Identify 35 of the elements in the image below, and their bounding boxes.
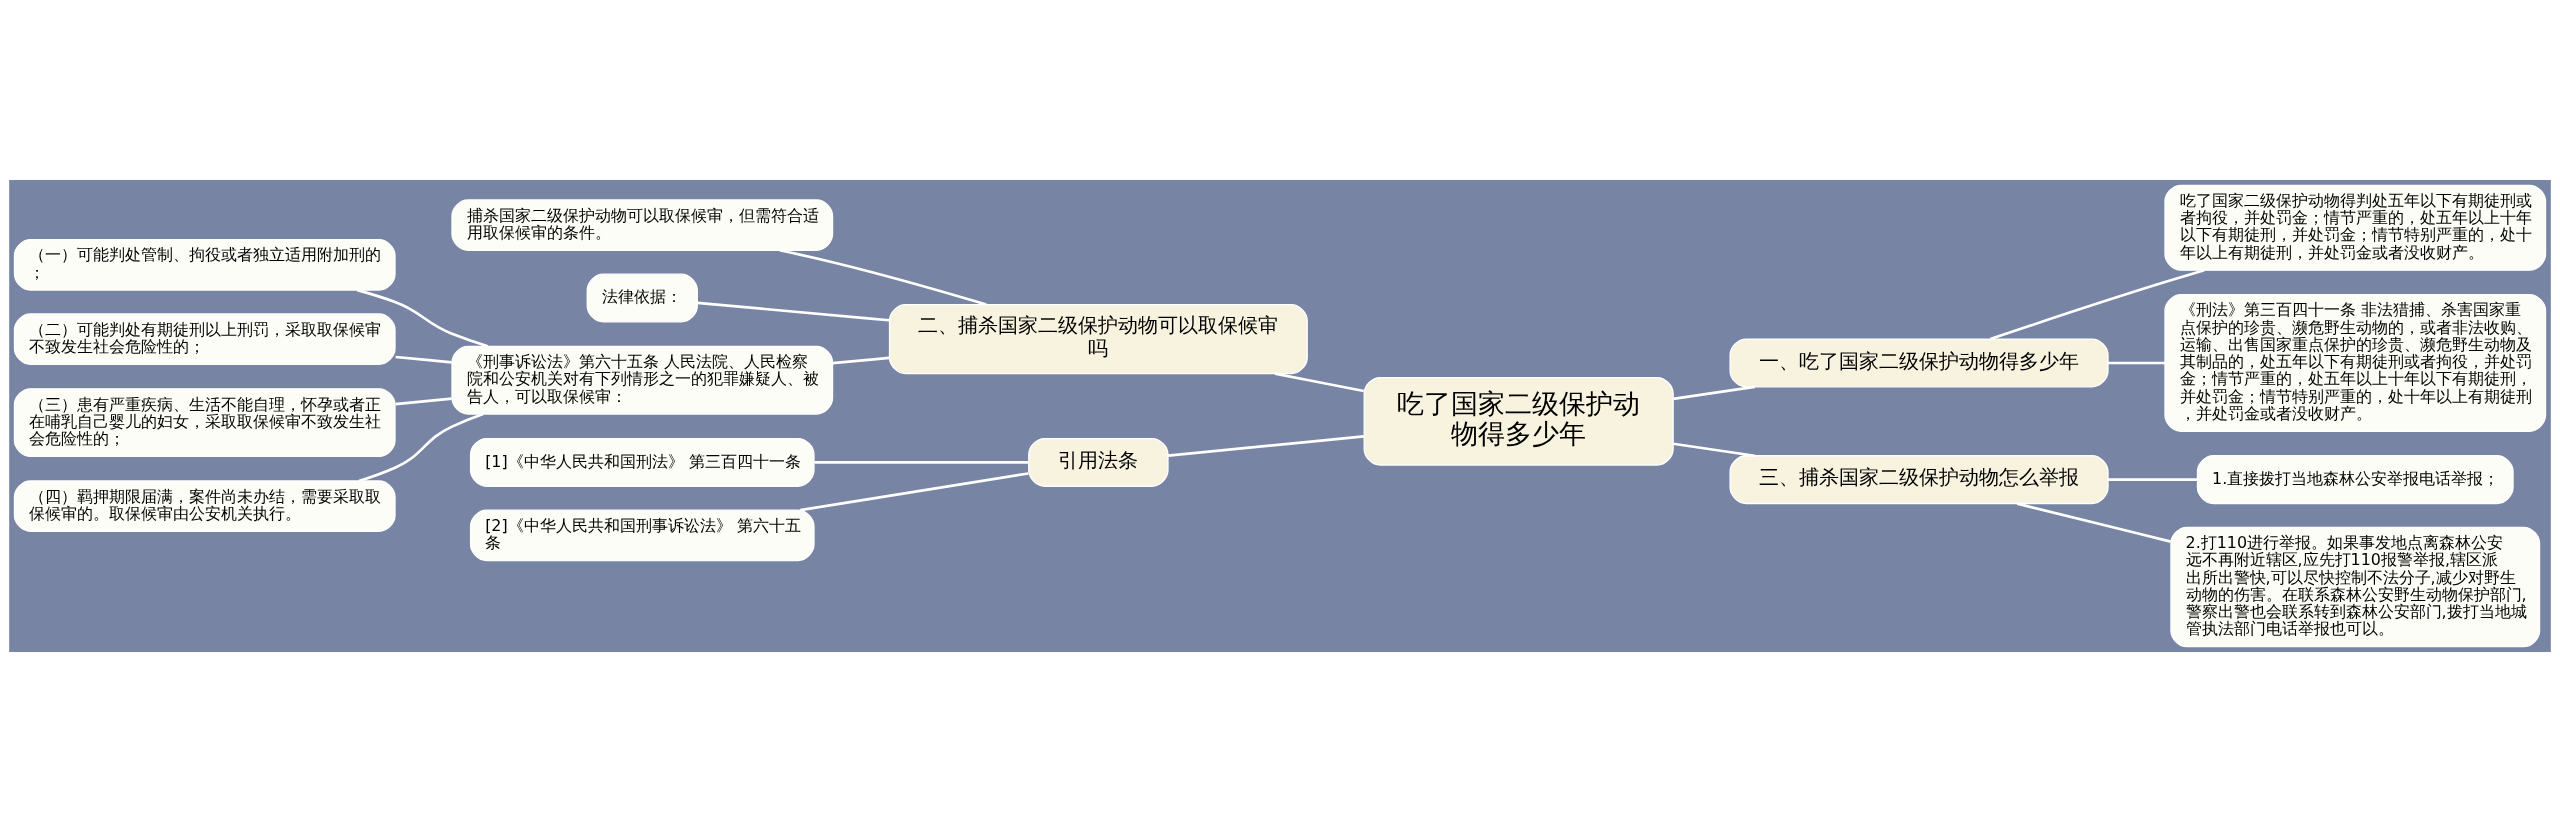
- connector: [358, 412, 484, 482]
- node-box: 2.打110进行举报。如果事发地点离森林公安远不再附近辖区,应先打110报警举报,辖区派出所出警快,可以尽快控制不法分子,减少对野生动物的伤害。在联系森林公安野生动物保护部门,警察出警也会联系转到森林公安部门,拨打当地城管执法部门电话举报也可以。: [2170, 526, 2541, 647]
- connector: [697, 301, 890, 322]
- node-box: 二、捕杀国家二级保护动物可以取保候审吗: [888, 303, 1308, 374]
- node-box: （四）羁押期限届满，案件尚未办结，需要采取取保候审的。取保候审由公安机关执行。: [13, 479, 396, 532]
- connector: [356, 288, 489, 348]
- connector: [814, 460, 1029, 464]
- node-box: 三、捕杀国家二级保护动物怎么举报: [1729, 454, 2109, 504]
- connector: [832, 356, 890, 364]
- connector: [1168, 434, 1364, 457]
- node-box: 一、吃了国家二级保护动物得多少年: [1729, 337, 2109, 387]
- connector: [2108, 477, 2198, 481]
- connector: [2108, 361, 2165, 364]
- connector: [2016, 501, 2172, 543]
- node-box: 1.直接拨打当地森林公安举报电话举报；: [2196, 454, 2514, 504]
- node-box: （一）可能判处管制、拘役或者独立适用附加刑的；: [13, 238, 396, 291]
- connector: [779, 248, 987, 306]
- node-box: （三）患有严重疾病、生活不能自理，怀孕或者正在哺乳自己婴儿的妇女，采取取保候审不致发生社会危险性的；: [13, 387, 396, 457]
- connector: [395, 355, 452, 364]
- connector: [395, 396, 452, 405]
- node-box: 吃了国家二级保护动物得判处五年以下有期徒刑或者拘役，并处罚金；情节严重的，处五年以上十年以下有期徒刑，并处罚金；情节特别严重的，处十年以上有期徒刑，并处罚金或者没收财产。: [2164, 184, 2547, 271]
- node-box: [1]《中华人民共和国刑法》 第三百四十一条: [469, 437, 815, 487]
- connector: [800, 471, 1029, 511]
- connector: [1274, 371, 1364, 392]
- node-box: 吃了国家二级保护动物得多少年: [1363, 376, 1674, 466]
- connector: [1673, 385, 1755, 400]
- node-box: 《刑法》第三百四十一条 非法猎捕、杀害国家重点保护的珍贵、濒危野生动物的，或者非法收购、运输、出售国家重点保护的珍贵、濒危野生动物及其制品的，处五年以下有期徒刑或者拘役，并处罚金；情节严重的，处五年以上十年以下有期徒刑，并处罚金；情节特别严重的，处十年以上有期徒刑，并处罚金或者没收财产。: [2164, 293, 2547, 432]
- node-box: 引用法条: [1028, 437, 1169, 487]
- connector: [1673, 441, 1755, 457]
- node-box: （二）可能判处有期徒刑以上刑罚，采取取保候审不致发生社会危险性的；: [13, 312, 396, 365]
- node-box: 法律依据：: [586, 272, 698, 323]
- node-box: [2]《中华人民共和国刑事诉讼法》 第六十五条: [469, 508, 815, 561]
- node-box: 《刑事诉讼法》第六十五条 人民法院、人民检察院和公安机关对有下列情形之一的犯罪嫌疑人、被告人，可以取保候审：: [451, 345, 834, 415]
- node-box: 捕杀国家二级保护动物可以取保候审，但需符合适用取保候审的条件。: [451, 198, 834, 251]
- connector: [1989, 268, 2205, 340]
